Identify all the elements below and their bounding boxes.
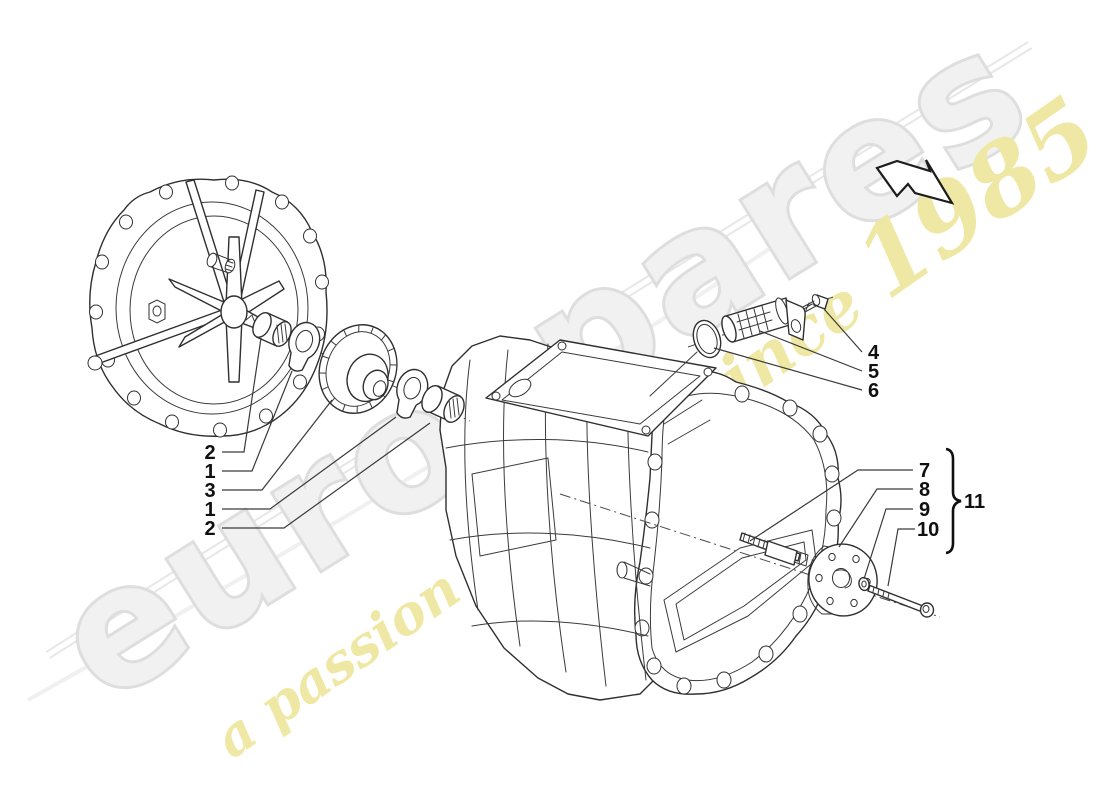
gearbox-cover-drawing [87, 175, 329, 438]
callout-6: 6 [868, 380, 879, 402]
callout-1b: 1 [204, 499, 215, 521]
bushing-front-drawing [252, 312, 292, 347]
callout-2b: 2 [204, 518, 215, 540]
direction-arrow-icon [875, 159, 955, 205]
callout-5: 5 [868, 361, 879, 383]
callout-3: 3 [204, 480, 215, 502]
callout-2a: 2 [204, 442, 215, 464]
bushing-rear-drawing [421, 385, 465, 423]
callout-1a: 1 [204, 461, 215, 483]
strainer-bolt-drawing [802, 294, 829, 313]
oil-strainer-drawing [721, 297, 806, 343]
callout-strainer-group: 4 5 6 [713, 308, 880, 402]
oil-pump-drawing [807, 543, 878, 617]
callout-7: 7 [919, 460, 930, 482]
callout-11: 11 [964, 491, 985, 513]
oil-pump-gear-drawing [318, 324, 398, 414]
callout-pump-group: 7 8 9 10 11 [749, 447, 985, 587]
gearbox-housing-drawing [439, 335, 842, 701]
callout-8: 8 [919, 479, 930, 501]
callout-4: 4 [868, 342, 880, 364]
callout-9: 9 [919, 499, 930, 521]
callout-left-group: 2 1 3 1 2 [204, 337, 431, 540]
o-ring-drawing [692, 319, 722, 359]
fan-hub [220, 295, 248, 329]
lock-washer-rear-drawing [396, 368, 429, 419]
lock-washer-front-drawing [288, 321, 321, 372]
pump-centerline [559, 493, 941, 618]
callout-10: 10 [917, 519, 939, 541]
callout-group-brace [945, 447, 962, 555]
cover-stub-shaft [206, 252, 236, 274]
strainer-insertion-line [649, 351, 698, 397]
pump-bolt-drawing [867, 584, 935, 618]
pump-washer-drawing [858, 576, 870, 592]
